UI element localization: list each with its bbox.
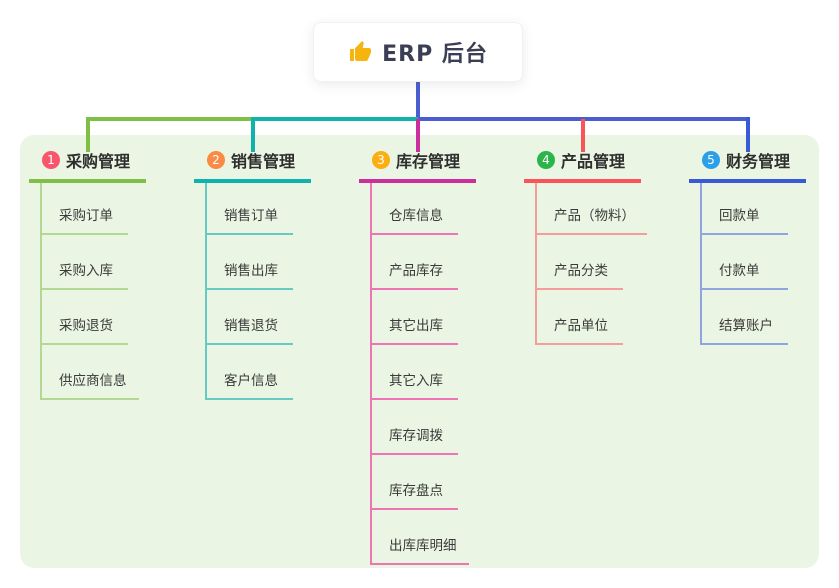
connector-drop-sales [251,117,255,152]
child-label: 产品（物料） [554,208,635,224]
child-node[interactable]: 销售订单 [207,183,293,235]
branch-finance: 5 财务管理 回款单 付款单 结算账户 [689,148,806,345]
child-node[interactable]: 销售退货 [207,290,293,345]
child-node[interactable]: 客户信息 [207,345,293,400]
child-node[interactable]: 产品（物料） [537,183,647,235]
branch-children: 回款单 付款单 结算账户 [700,183,806,345]
child-label: 回款单 [719,208,760,224]
thumbs-up-icon [350,41,372,61]
child-node[interactable]: 产品库存 [372,235,458,290]
branch-children: 采购订单 采购入库 采购退货 供应商信息 [40,183,146,400]
connector-horizontal-green [86,117,255,121]
branch-product: 4 产品管理 产品（物料） 产品分类 产品单位 [524,148,647,345]
child-label: 供应商信息 [59,373,127,389]
branch-title-purchase[interactable]: 1 采购管理 [29,148,146,183]
connector-root-stem [416,81,420,121]
branch-label: 采购管理 [66,152,131,171]
child-node[interactable]: 产品分类 [537,235,623,290]
connector-drop-product [581,119,585,152]
child-node[interactable]: 其它出库 [372,290,458,345]
child-node[interactable]: 出库库明细 [372,510,469,565]
branch-children: 销售订单 销售出库 销售退货 客户信息 [205,183,311,400]
child-node[interactable]: 产品单位 [537,290,623,345]
child-label: 采购退货 [59,318,113,334]
branch-badge-5: 5 [702,151,720,169]
child-node[interactable]: 结算账户 [702,290,788,345]
branch-badge-4: 4 [537,151,555,169]
child-label: 库存盘点 [389,483,443,499]
connector-horizontal-teal [251,117,420,121]
child-label: 采购入库 [59,263,113,279]
child-label: 库存调拨 [389,428,443,444]
branch-title-sales[interactable]: 2 销售管理 [194,148,311,183]
branch-children: 仓库信息 产品库存 其它出库 其它入库 库存调拨 库存盘点 出库库明细 [370,183,476,565]
child-node[interactable]: 仓库信息 [372,183,458,235]
branch-badge-3: 3 [372,151,390,169]
branch-label: 产品管理 [561,152,626,171]
child-node[interactable]: 库存调拨 [372,400,458,455]
child-node[interactable]: 采购订单 [42,183,128,235]
branch-label: 库存管理 [396,152,461,171]
child-label: 销售退货 [224,318,278,334]
connector-drop-purchase [86,117,90,152]
root-node-label: ERP 后台 [382,42,488,67]
branch-label: 销售管理 [231,152,296,171]
root-node-erp[interactable]: ERP 后台 [313,22,523,82]
branch-badge-2: 2 [207,151,225,169]
child-node[interactable]: 付款单 [702,235,788,290]
branch-title-finance[interactable]: 5 财务管理 [689,148,806,183]
branch-title-product[interactable]: 4 产品管理 [524,148,641,183]
child-label: 其它出库 [389,318,443,334]
child-node[interactable]: 库存盘点 [372,455,458,510]
connector-drop-finance [746,117,750,152]
child-label: 产品库存 [389,263,443,279]
child-label: 仓库信息 [389,208,443,224]
mindmap-panel [20,135,819,568]
branch-title-inventory[interactable]: 3 库存管理 [359,148,476,183]
child-node[interactable]: 采购入库 [42,235,128,290]
child-label: 付款单 [719,263,760,279]
child-label: 结算账户 [719,318,773,334]
child-label: 销售出库 [224,263,278,279]
connector-drop-inventory [416,119,420,152]
child-node[interactable]: 供应商信息 [42,345,139,400]
branch-children: 产品（物料） 产品分类 产品单位 [535,183,647,345]
child-label: 产品单位 [554,318,608,334]
child-node[interactable]: 销售出库 [207,235,293,290]
child-node[interactable]: 回款单 [702,183,788,235]
child-label: 客户信息 [224,373,278,389]
branch-inventory: 3 库存管理 仓库信息 产品库存 其它出库 其它入库 库存调拨 库存盘点 出库库… [359,148,476,565]
child-label: 其它入库 [389,373,443,389]
child-label: 销售订单 [224,208,278,224]
child-node[interactable]: 其它入库 [372,345,458,400]
child-label: 出库库明细 [389,538,457,554]
child-node[interactable]: 采购退货 [42,290,128,345]
branch-purchase: 1 采购管理 采购订单 采购入库 采购退货 供应商信息 [29,148,146,400]
branch-sales: 2 销售管理 销售订单 销售出库 销售退货 客户信息 [194,148,311,400]
child-label: 产品分类 [554,263,608,279]
branch-badge-1: 1 [42,151,60,169]
branch-label: 财务管理 [726,152,791,171]
child-label: 采购订单 [59,208,113,224]
